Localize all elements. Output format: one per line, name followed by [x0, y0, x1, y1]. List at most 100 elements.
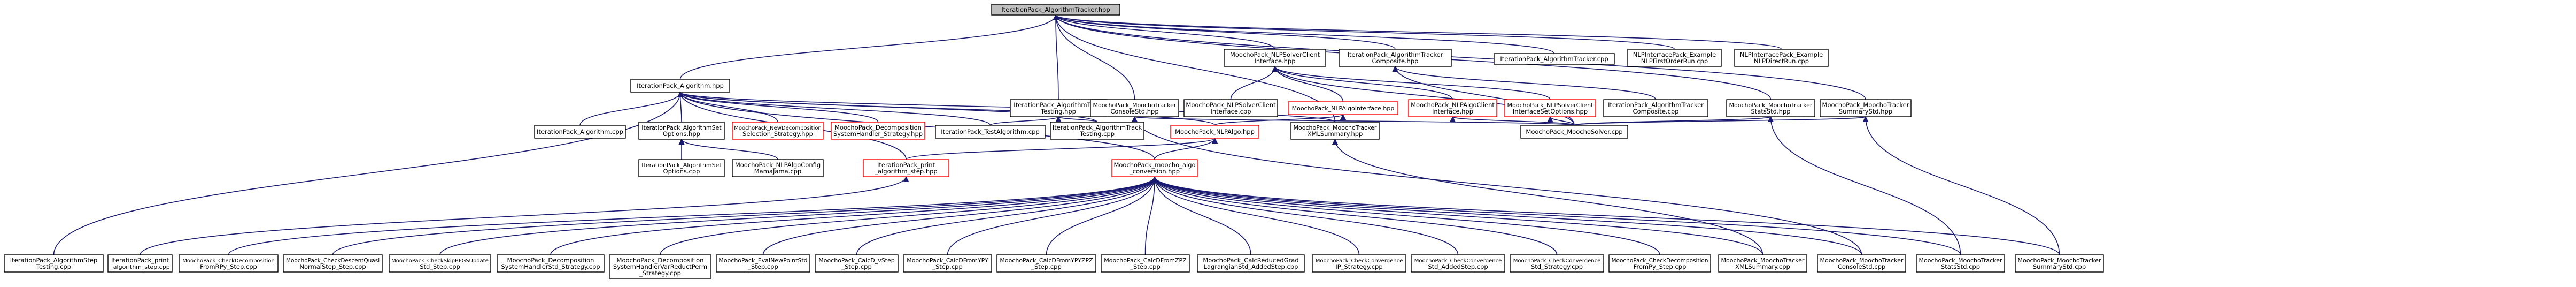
file-node-box: [1817, 254, 1906, 273]
include-edge: [140, 176, 909, 255]
file-nodes: IterationPack_AlgorithmTracker.hppIterat…: [4, 4, 2104, 279]
include-edge: [1053, 14, 1866, 100]
file-node-label: MoochoPack_MoochoTracker: [1721, 257, 1805, 264]
file-node-moocho-solver-cpp[interactable]: MoochoPack_MoochoSolver.cpp: [1520, 125, 1628, 139]
include-edge: [947, 176, 1158, 255]
file-node-new-decomp[interactable]: MoochoPack_NewDecompositionSelection_Str…: [732, 122, 824, 140]
include-edge: [1272, 65, 1551, 100]
file-node-box: [831, 122, 925, 140]
file-node-box: [1050, 122, 1144, 140]
file-node-print-step-hpp[interactable]: IterationPack_print_algorithm_step.hpp: [863, 159, 949, 177]
file-node-label: MamaJama.cpp: [754, 168, 802, 175]
include-edge: [1154, 137, 1218, 160]
file-node-nlpalgo-hpp[interactable]: MoochoPack_NLPAlgo.hpp: [1170, 125, 1259, 139]
include-edge: [677, 91, 991, 126]
include-edge: [762, 176, 1158, 255]
file-node-nlpsolver-setopts-hpp[interactable]: MoochoPack_NLPSolverClientInterfaceSetOp…: [1504, 99, 1596, 117]
file-node-b5[interactable]: MoochoPack_CheckSkipBFGSUpdateStd_Step.c…: [389, 254, 491, 273]
file-node-box: [903, 254, 992, 273]
file-node-b16[interactable]: MoochoPack_CheckConvergenceStd_Strategy.…: [1510, 254, 1604, 273]
file-node-b6[interactable]: MoochoPack_DecompositionSystemHandlerStd…: [497, 254, 605, 273]
file-node-box: [389, 254, 491, 273]
file-node-label: _conversion.hpp: [1129, 168, 1180, 175]
include-edge: [1151, 176, 1251, 255]
file-node-box: [1411, 254, 1505, 273]
file-node-box: [1101, 254, 1190, 273]
file-node-track-composite-hpp[interactable]: IterationPack_AlgorithmTrackerComposite.…: [1339, 49, 1452, 67]
file-node-box: [1290, 122, 1380, 140]
file-node-b14[interactable]: MoochoPack_CheckConvergenceIP_Strategy.c…: [1312, 254, 1406, 273]
file-node-label: MoochoPack_MoochoSolver.cpp: [1526, 128, 1622, 135]
file-node-label: FromRPy_Step.cpp: [200, 263, 257, 270]
file-node-b2[interactable]: IterationPack_print_algorithm_step.cpp: [107, 254, 173, 273]
file-node-label: Testing.hpp: [1040, 108, 1076, 115]
include-edge: [228, 176, 1158, 255]
file-node-label: IterationPack_AlgorithmTracker: [1608, 101, 1704, 109]
file-node-label: IterationPack_AlgorithmSet: [641, 124, 722, 131]
file-node-label: Interface.hpp: [1254, 57, 1295, 65]
file-node-alg-hpp[interactable]: IterationPack_Algorithm.hpp: [630, 79, 730, 93]
file-node-label: MoochoPack_NLPAlgoClient: [1411, 101, 1495, 109]
file-node-b10[interactable]: MoochoPack_CalcDFromYPY_Step.cpp: [903, 254, 992, 273]
file-node-box: [1520, 125, 1628, 139]
file-node-alg-cpp[interactable]: IterationPack_Algorithm.cpp: [534, 125, 626, 139]
file-node-test-alg-cpp[interactable]: IterationPack_TestAlgorithm.cpp: [935, 125, 1046, 139]
file-node-decomp-sys[interactable]: MoochoPack_DecompositionSystemHandler_St…: [831, 122, 925, 140]
file-node-b4[interactable]: MoochoPack_CheckDescentQuasiNormalStep_S…: [283, 254, 383, 273]
include-edge: [1151, 176, 1862, 255]
file-node-label: MoochoPack_CheckDescentQuasi: [286, 258, 380, 264]
file-node-b7[interactable]: MoochoPack_DecompositionSystemHandlerVar…: [609, 254, 711, 279]
file-node-box: [1608, 254, 1711, 273]
file-node-track-composite-cpp[interactable]: IterationPack_AlgorithmTrackerComposite.…: [1603, 99, 1708, 117]
file-node-label: MoochoPack_NLPAlgoConfig: [735, 161, 821, 169]
include-edge: [550, 176, 1158, 255]
file-node-root[interactable]: IterationPack_AlgorithmTracker.hpp: [991, 4, 1120, 16]
file-node-b3[interactable]: MoochoPack_CheckDecompositionFromRPy_Ste…: [179, 254, 279, 273]
include-edge: [1151, 176, 1961, 255]
file-node-algo-conv-hpp[interactable]: MoochoPack_moocho_algo_conversion.hpp: [1111, 159, 1198, 177]
include-edge: [332, 176, 1158, 255]
file-node-label: IterationPack_AlgorithmTracker.cpp: [1500, 55, 1608, 63]
file-node-box: [1494, 53, 1615, 65]
file-node-label: IterationPack_print: [877, 161, 935, 169]
file-node-label: Selection_Strategy.hpp: [742, 130, 813, 138]
file-node-label: MoochoPack_CalcD_vStep: [818, 257, 895, 264]
file-node-box: [1726, 99, 1815, 117]
file-node-box: [1170, 125, 1259, 139]
file-node-b12[interactable]: MoochoPack_CalcDFromZPZ_Step.cpp: [1101, 254, 1190, 273]
file-node-label: MoochoPack_CheckDecomposition: [1611, 258, 1708, 264]
file-node-b15[interactable]: MoochoPack_CheckConvergenceStd_AddedStep…: [1411, 254, 1505, 273]
file-node-label: IterationPack_AlgorithmTracker.hpp: [1001, 6, 1110, 13]
file-node-b11[interactable]: MoochoPack_CalcDFromYPYZPZ_Step.cpp: [996, 254, 1096, 273]
file-node-box: [1916, 254, 2005, 273]
file-node-b8[interactable]: MoochoPack_EvalNewPointStd_Step.cpp: [716, 254, 810, 273]
include-edge: [679, 14, 1059, 80]
file-node-nlpalg-iface-hpp[interactable]: MoochoPack_NLPAlgoInterface.hpp: [1288, 101, 1398, 115]
file-node-label: _algorithm_step.hpp: [874, 168, 937, 175]
file-node-nlp-first-deriv[interactable]: NLPInterfacePack_ExampleNLPFirstOrderRun…: [1627, 49, 1722, 67]
include-edge: [989, 116, 1062, 126]
file-node-b9[interactable]: MoochoPack_CalcD_vStep_Step.cpp: [815, 254, 899, 273]
file-node-alg-tracker-cpp[interactable]: IterationPack_AlgorithmTracker.cpp: [1494, 53, 1615, 65]
dependency-edges: [53, 14, 2060, 255]
file-node-b17[interactable]: MoochoPack_CheckDecompositionFromPy_Step…: [1608, 254, 1711, 273]
file-node-b13[interactable]: MoochoPack_CalcReducedGradLagrangianStd_…: [1197, 254, 1305, 273]
file-node-label: MoochoPack_NLPSolverClient: [1507, 102, 1594, 109]
